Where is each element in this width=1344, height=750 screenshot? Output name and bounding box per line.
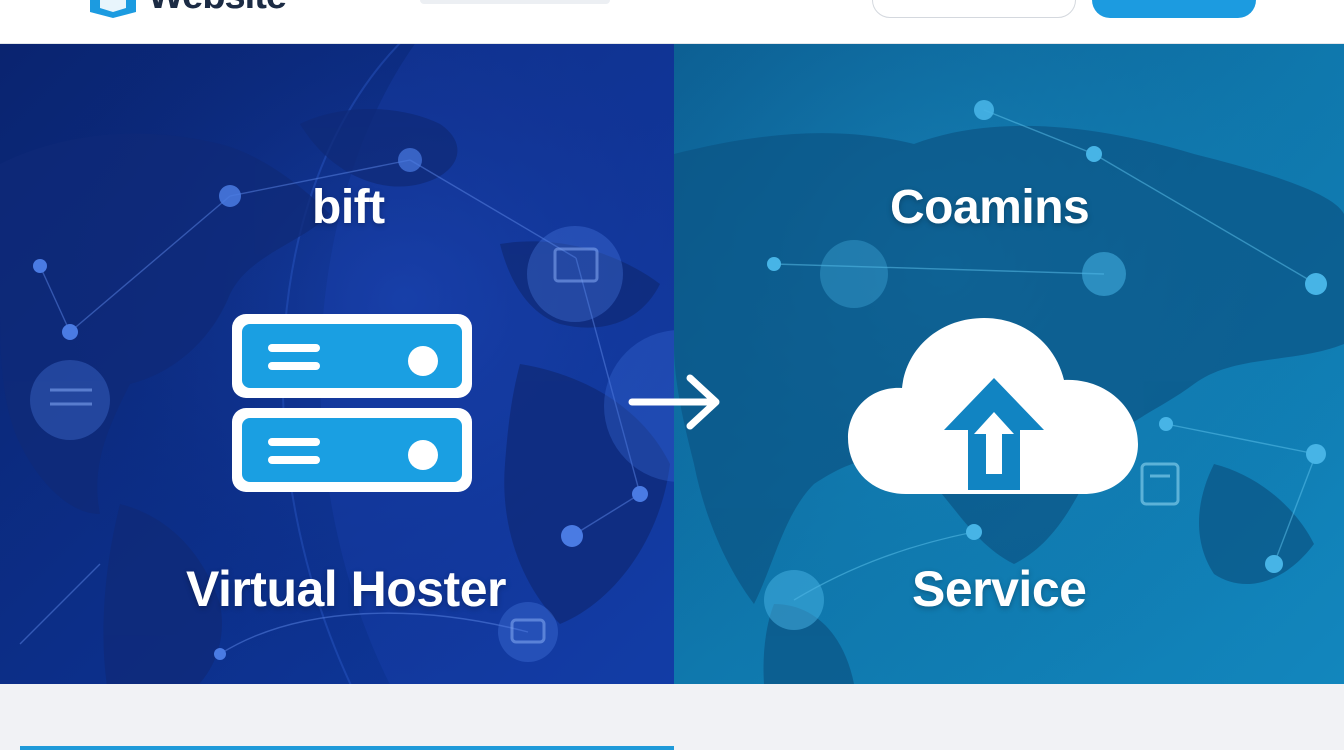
- site-header: Website: [0, 0, 1344, 44]
- hero-banner: bift Virtual Hoster: [0, 44, 1344, 684]
- header-primary-button[interactable]: [1092, 0, 1256, 18]
- world-map-background: [0, 44, 674, 684]
- logo-text[interactable]: Website: [148, 0, 287, 16]
- left-panel-caption: Virtual Hoster: [186, 561, 506, 617]
- cloud-service-panel: Coamins Service: [674, 44, 1344, 684]
- header-outline-button[interactable]: [872, 0, 1076, 18]
- content-strip: [0, 684, 1344, 750]
- accent-bar: [20, 746, 674, 750]
- logo-icon[interactable]: [88, 0, 138, 18]
- left-panel-title: bift: [312, 181, 385, 234]
- virtual-host-panel: bift Virtual Hoster: [0, 44, 674, 684]
- right-panel-caption: Service: [912, 561, 1087, 617]
- server-icon: [232, 314, 472, 398]
- nav-menu: [420, 0, 610, 4]
- right-panel-title: Coamins: [890, 181, 1090, 234]
- server-icon-lower: [232, 408, 472, 492]
- cloud-upload-icon: [848, 318, 1138, 494]
- arrow-right-icon: [628, 374, 720, 430]
